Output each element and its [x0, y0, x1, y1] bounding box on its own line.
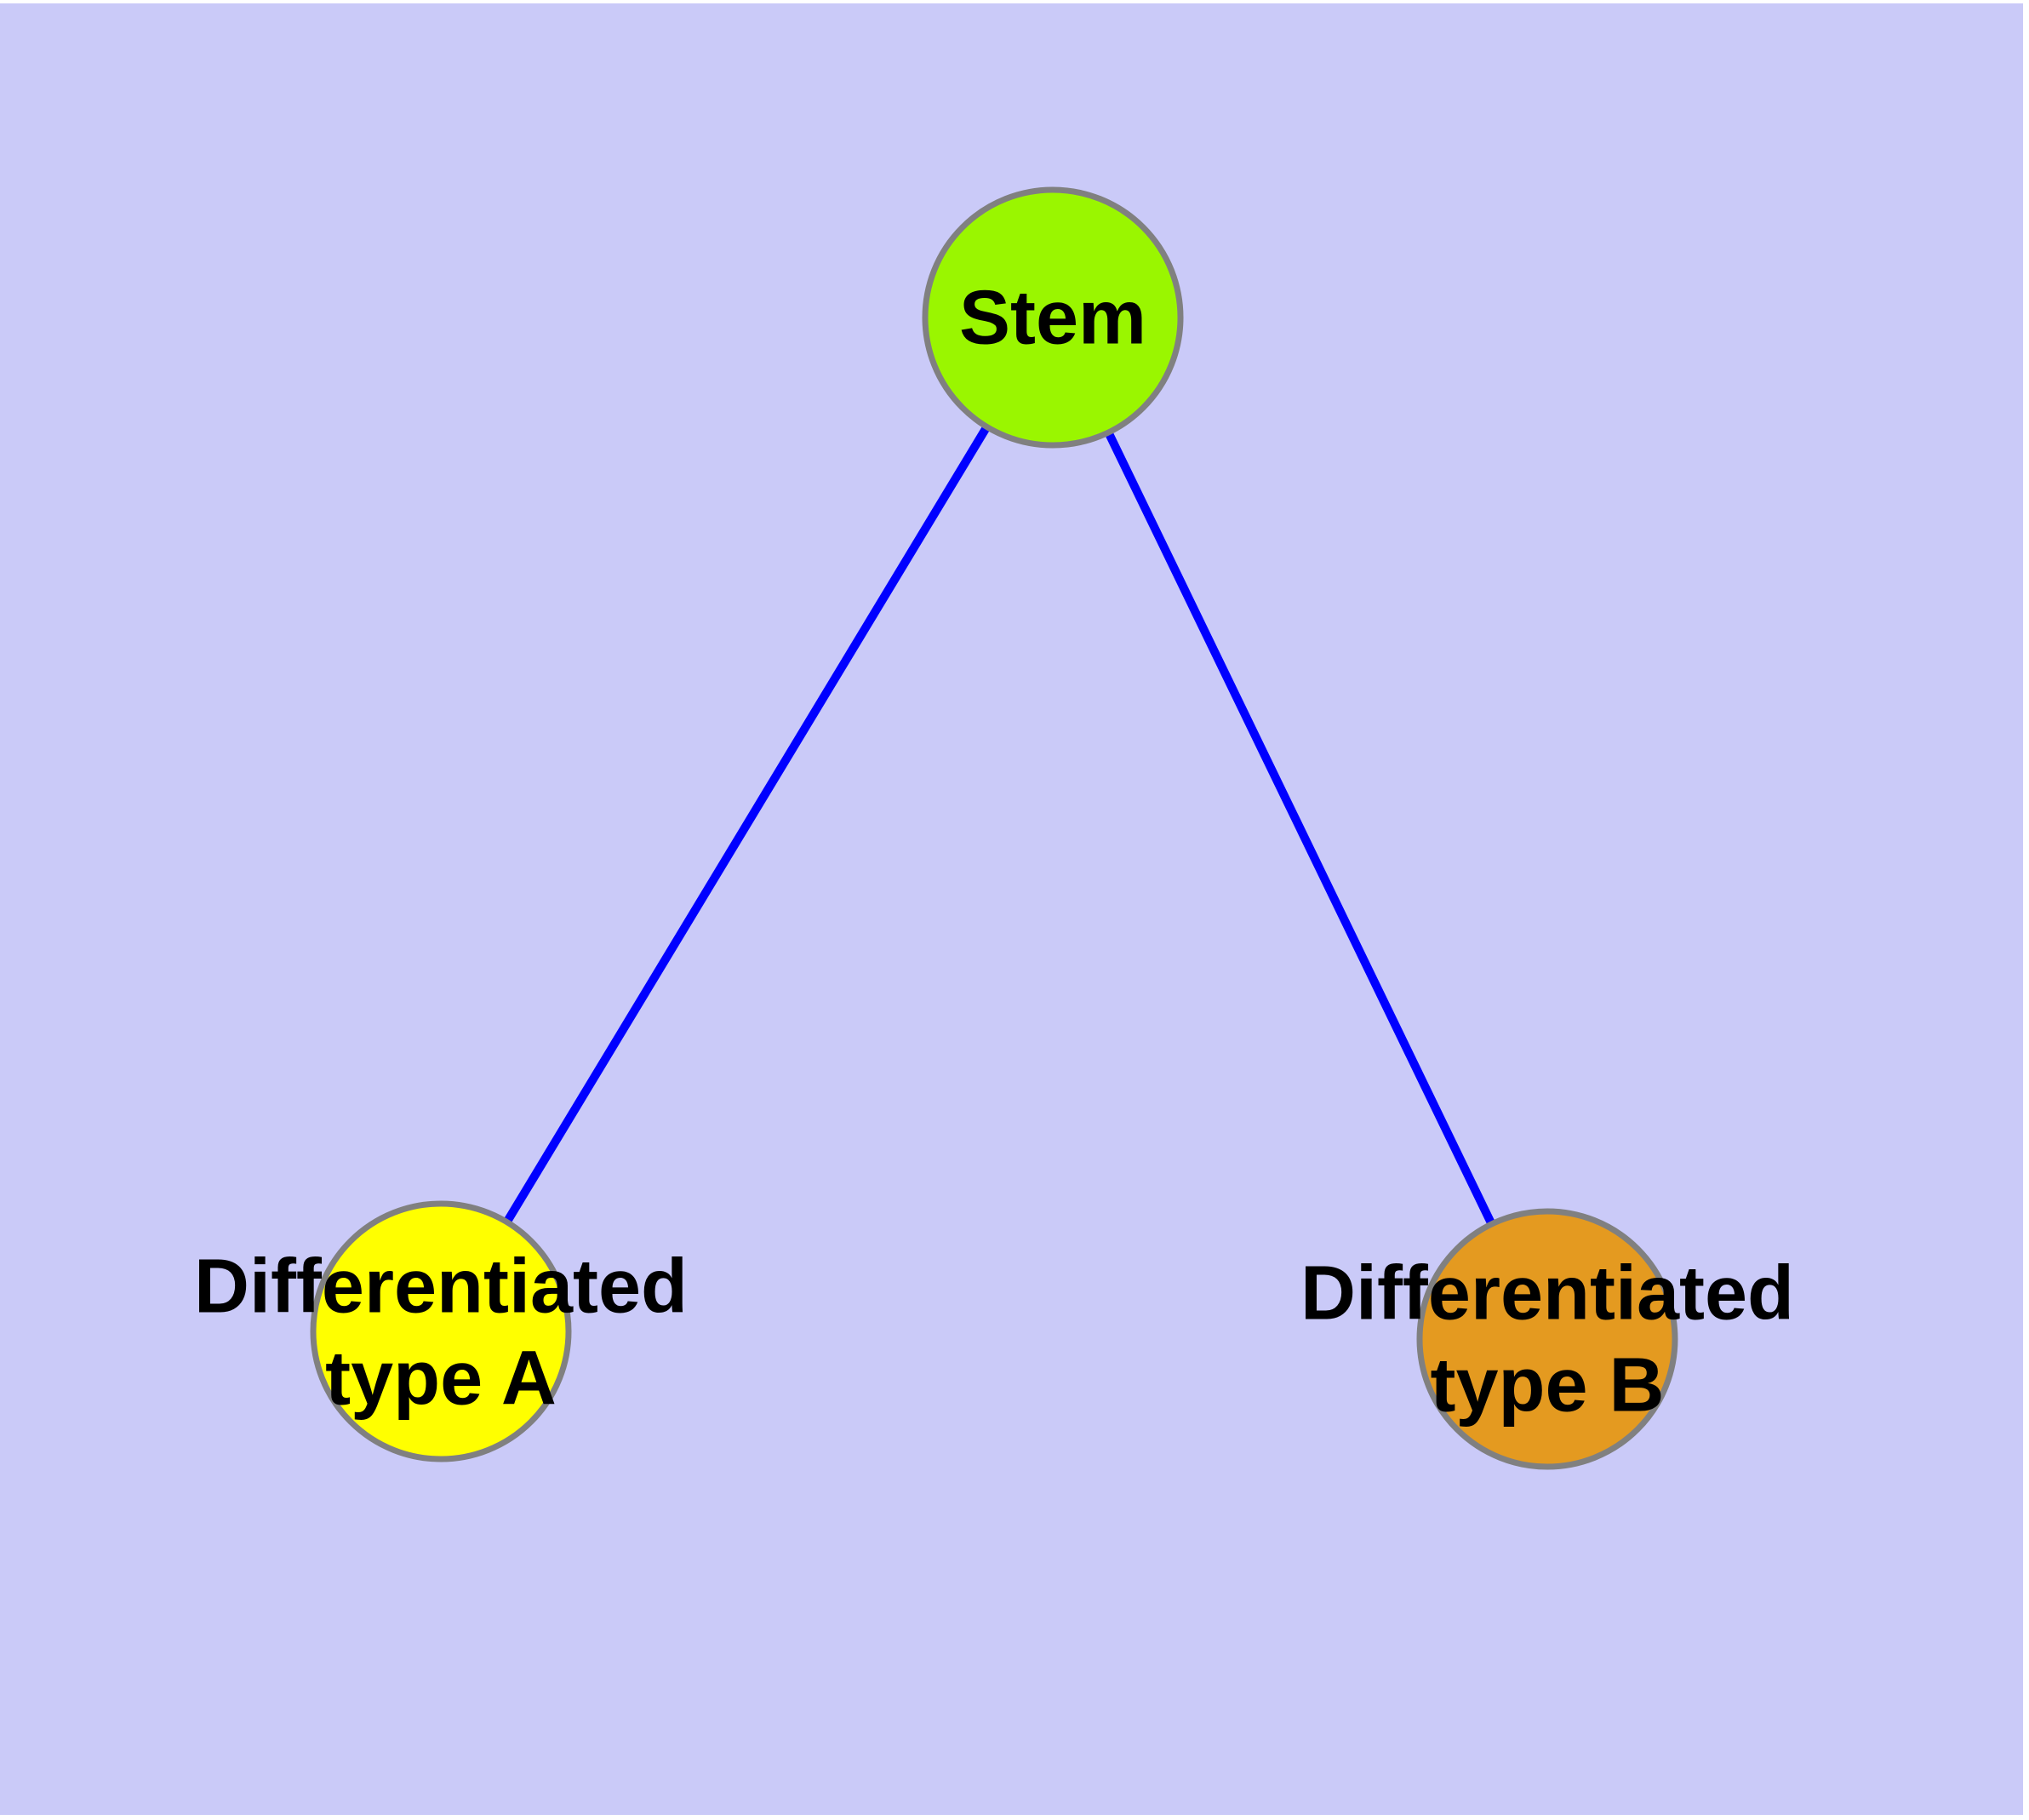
- edge-stem-to-type-a: [437, 315, 1057, 1334]
- node-type-b-circle: [1416, 1208, 1678, 1470]
- node-stem-label: Stem: [959, 276, 1146, 361]
- node-type-a-circle: [310, 1200, 572, 1462]
- node-stem: Stem: [922, 186, 1184, 449]
- node-type-b: Differentiated type B: [1300, 1208, 1794, 1470]
- node-type-a-label-line1: Differentiated: [194, 1245, 688, 1330]
- node-type-b-label-line2: type B: [1430, 1343, 1664, 1428]
- node-stem-circle: [922, 186, 1184, 449]
- node-type-a: Differentiated type A: [194, 1200, 688, 1462]
- edge-stem-to-type-b: [1049, 315, 1552, 1342]
- node-type-b-label-line1: Differentiated: [1300, 1251, 1794, 1336]
- node-type-a-label-line2: type A: [325, 1336, 557, 1422]
